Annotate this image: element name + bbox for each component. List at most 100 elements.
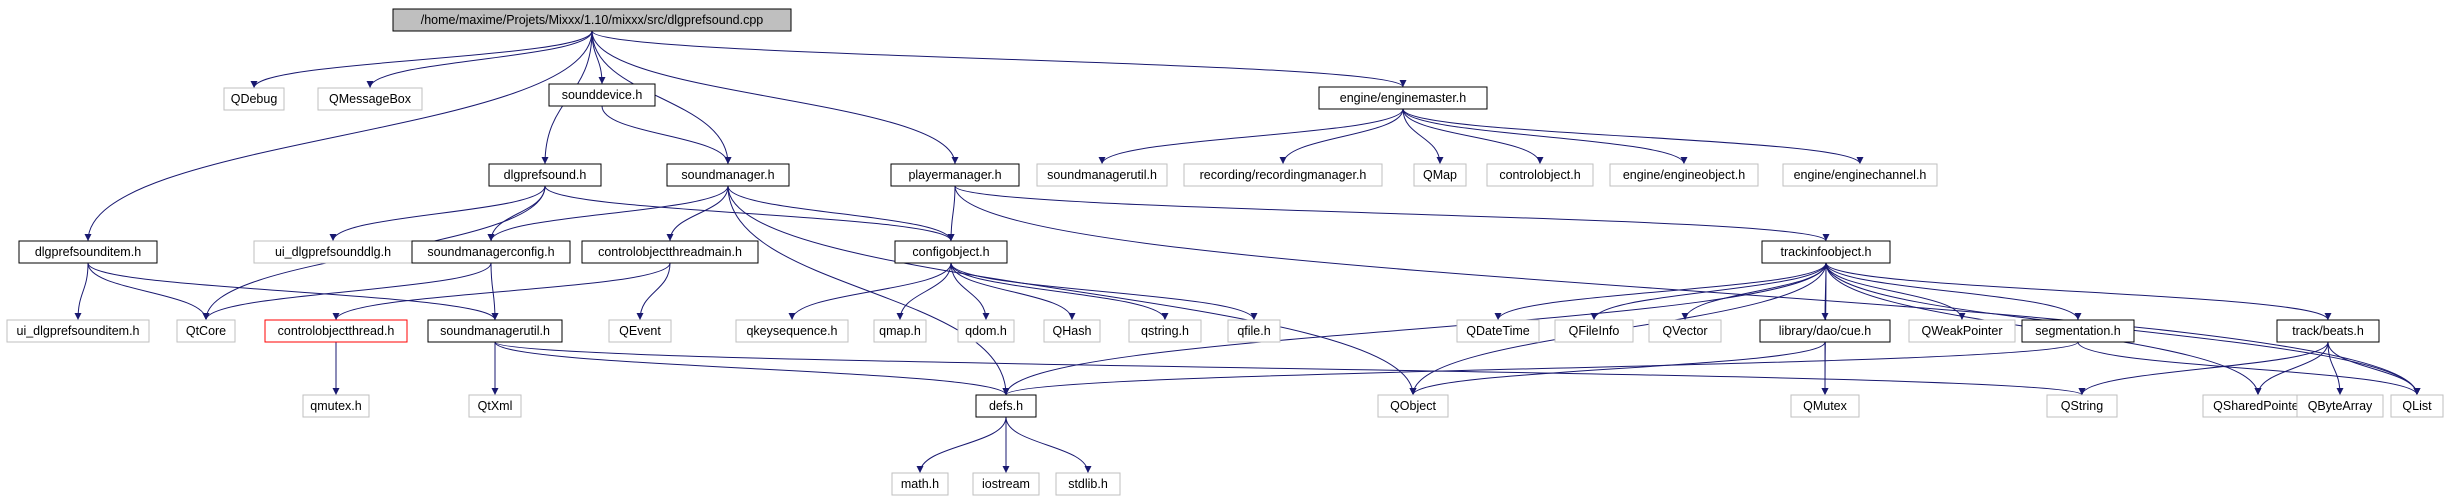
node-box-qtcore <box>176 319 236 343</box>
edge-layer <box>74 30 2421 474</box>
edge-enginemaster-to-engineobject <box>1402 108 1688 165</box>
node-label-iostream: iostream <box>982 477 1030 491</box>
node-box-iostream <box>972 472 1040 496</box>
node-box-segmentation <box>2021 319 2135 343</box>
node-box-qdom <box>957 319 1015 343</box>
node-dlgprefsounditem[interactable]: dlgprefsounditem.h <box>18 240 158 264</box>
edge-dlgprefsounditem-to-ui-dlgprefsounditem <box>74 262 89 321</box>
node-label-qmutex-h: qmutex.h <box>310 399 361 413</box>
node-qstring-h: qstring.h <box>1128 319 1202 343</box>
node-box-recordingmanager <box>1183 163 1383 187</box>
edge-root-to-qmessagebox <box>366 30 593 89</box>
node-box-cue <box>1759 319 1891 343</box>
edge-soundmanager-to-configobject <box>727 185 955 242</box>
node-box-dlgprefsound-h <box>488 163 602 187</box>
edge-root-to-qdebug <box>250 30 593 89</box>
edge-defs-to-math <box>916 416 1007 474</box>
node-label-soundmanagerutil: soundmanagerutil.h <box>440 324 550 338</box>
node-label-enginemaster: engine/enginemaster.h <box>1340 91 1467 105</box>
edge-trackinfoobject-to-qdatetime <box>1494 262 1827 321</box>
node-label-qstring-h: qstring.h <box>1141 324 1189 338</box>
node-qmap-h: qmap.h <box>873 319 927 343</box>
edge-configobject-to-qdom <box>950 262 990 321</box>
node-soundmanager[interactable]: soundmanager.h <box>666 163 790 187</box>
node-label-soundmanagerconfig: soundmanagerconfig.h <box>427 245 554 259</box>
node-dlgprefsound-h[interactable]: dlgprefsound.h <box>488 163 602 187</box>
node-defs[interactable]: defs.h <box>975 394 1037 418</box>
node-engineobject: engine/engineobject.h <box>1609 163 1759 187</box>
node-box-qfile <box>1227 319 1281 343</box>
node-math: math.h <box>891 472 949 496</box>
edge-enginemaster-to-enginechannel <box>1402 108 1864 165</box>
node-segmentation[interactable]: segmentation.h <box>2021 319 2135 343</box>
node-label-soundmanagerutil-grey: soundmanagerutil.h <box>1047 168 1157 182</box>
node-box-dlgprefsounditem <box>18 240 158 264</box>
node-sounddevice[interactable]: sounddevice.h <box>548 83 656 107</box>
edge-soundmanager-to-soundmanagerconfig <box>487 185 729 242</box>
node-label-qfileinfo: QFileInfo <box>1569 324 1620 338</box>
node-recordingmanager: recording/recordingmanager.h <box>1183 163 1383 187</box>
node-qfile: qfile.h <box>1227 319 1281 343</box>
node-label-qweakpointer: QWeakPointer <box>1921 324 2002 338</box>
node-box-qmap <box>1413 163 1467 187</box>
node-box-math <box>891 472 949 496</box>
edge-configobject-to-qfile <box>950 262 1258 321</box>
node-label-qlist: QList <box>2402 399 2432 413</box>
node-cue[interactable]: library/dao/cue.h <box>1759 319 1891 343</box>
edge-beats-to-qbytearray <box>2327 341 2344 396</box>
node-box-ui-dlgprefsounditem <box>6 319 150 343</box>
node-box-qstring <box>2046 394 2118 418</box>
edge-trackinfoobject-to-beats <box>1825 262 2332 321</box>
node-label-playermanager: playermanager.h <box>908 168 1001 182</box>
edge-playermanager-to-qlist <box>954 185 2421 396</box>
node-qobject: QObject <box>1377 394 1449 418</box>
node-controlobjectthread[interactable]: controlobjectthread.h <box>264 319 408 343</box>
edge-defs-to-stdlib <box>1005 416 1092 474</box>
edge-trackinfoobject-to-defs <box>1002 262 1827 396</box>
edge-playermanager-to-trackinfoobject <box>954 185 1830 242</box>
node-box-qmutex-h <box>302 394 370 418</box>
edge-configobject-to-qkeysequence <box>788 262 952 321</box>
edge-enginemaster-to-soundmanagerutil-grey <box>1098 108 1404 165</box>
node-qbytearray: QByteArray <box>2296 394 2384 418</box>
edge-beats-to-qlist <box>2327 341 2421 396</box>
edge-soundmanagerutil-to-qstring <box>494 341 2086 396</box>
node-root[interactable]: /home/maxime/Projets/Mixxx/1.10/mixxx/sr… <box>392 8 792 32</box>
node-box-qtxml <box>468 394 522 418</box>
node-enginemaster[interactable]: engine/enginemaster.h <box>1318 86 1488 110</box>
node-qstring: QString <box>2046 394 2118 418</box>
node-trackinfoobject[interactable]: trackinfoobject.h <box>1761 240 1891 264</box>
node-label-qstring: QString <box>2061 399 2103 413</box>
node-label-qtcore: QtCore <box>186 324 226 338</box>
node-iostream: iostream <box>972 472 1040 496</box>
node-box-qdatetime <box>1456 319 1540 343</box>
node-soundmanagerutil[interactable]: soundmanagerutil.h <box>427 319 563 343</box>
node-box-trackinfoobject <box>1761 240 1891 264</box>
node-qhash: QHash <box>1043 319 1101 343</box>
edge-cue-to-qobject <box>1409 341 1826 396</box>
node-label-qmessagebox: QMessageBox <box>329 92 412 106</box>
node-beats[interactable]: track/beats.h <box>2276 319 2380 343</box>
node-controlobjectthreadmain[interactable]: controlobjectthreadmain.h <box>581 240 759 264</box>
node-soundmanagerconfig[interactable]: soundmanagerconfig.h <box>411 240 571 264</box>
node-playermanager[interactable]: playermanager.h <box>890 163 1020 187</box>
edge-soundmanager-to-qobject <box>727 185 1417 396</box>
node-layer: /home/maxime/Projets/Mixxx/1.10/mixxx/sr… <box>6 8 2444 496</box>
node-configobject[interactable]: configobject.h <box>894 240 1008 264</box>
node-qtcore: QtCore <box>176 319 236 343</box>
node-box-qhash <box>1043 319 1101 343</box>
edge-dlgprefsound-h-to-configobject <box>544 185 955 242</box>
edge-dlgprefsounditem-to-soundmanagerutil <box>87 262 499 321</box>
edge-dlgprefsounditem-to-qtcore <box>87 262 210 321</box>
node-label-qhash: QHash <box>1053 324 1092 338</box>
edge-root-to-dlgprefsounditem <box>84 30 593 242</box>
node-box-enginechannel <box>1782 163 1938 187</box>
node-box-qweakpointer <box>1908 319 2016 343</box>
node-box-qmessagebox <box>317 87 423 111</box>
node-box-qvector <box>1648 319 1722 343</box>
node-qmessagebox: QMessageBox <box>317 87 423 111</box>
node-controlobject: controlobject.h <box>1486 163 1594 187</box>
node-label-stdlib: stdlib.h <box>1068 477 1108 491</box>
edge-enginemaster-to-qmap <box>1402 108 1444 165</box>
node-label-qmap: QMap <box>1423 168 1457 182</box>
